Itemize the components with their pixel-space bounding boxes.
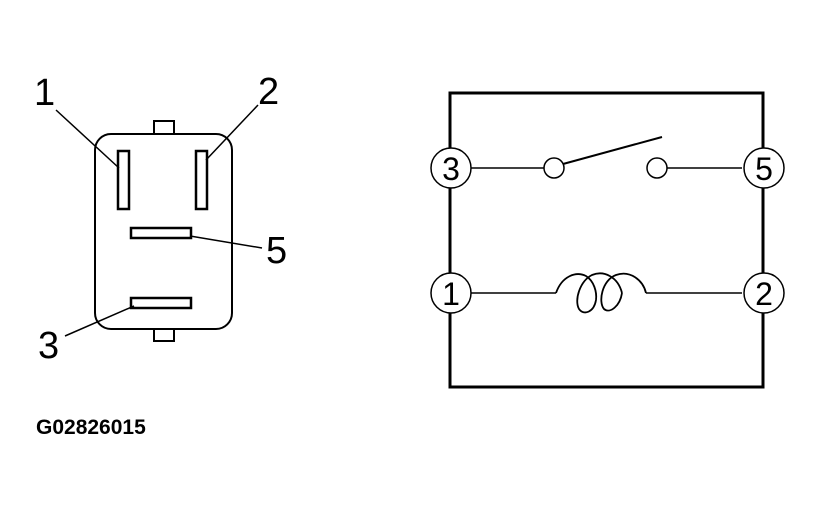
terminal-5: 5	[743, 147, 785, 189]
leader-line-5	[189, 235, 263, 249]
terminal-3-circle	[430, 147, 472, 189]
leader-line-1	[55, 109, 120, 169]
switch-contact-left	[543, 157, 565, 179]
pin-3-blade	[129, 296, 193, 310]
terminal-2-circle	[743, 272, 785, 314]
leader-line-2	[205, 104, 259, 161]
switch-contact-right	[646, 157, 668, 179]
terminal-1-label: 1	[442, 276, 460, 312]
figure-code: G02826015	[36, 416, 146, 439]
terminal-2-label: 2	[755, 276, 773, 312]
terminal-3-label: 3	[442, 151, 460, 187]
relay-schematic: 3 5 1 2	[430, 91, 785, 389]
relay-connector: 1 2 5 3	[34, 71, 287, 367]
pin-2-blade	[194, 149, 209, 211]
top-tab	[153, 120, 175, 136]
terminal-5-circle	[743, 147, 785, 189]
switch-arm	[562, 136, 663, 165]
pin-label-3: 3	[38, 325, 59, 367]
terminal-1: 1	[430, 272, 472, 314]
connector-housing	[94, 133, 233, 330]
pin-5-blade	[129, 226, 193, 240]
pin-label-1: 1	[34, 72, 55, 114]
terminal-1-circle	[430, 272, 472, 314]
terminal-3: 3	[430, 147, 472, 189]
terminal-5-label: 5	[755, 151, 773, 187]
switch-circuit	[471, 136, 742, 179]
pin-label-2: 2	[258, 71, 279, 113]
pin-label-5: 5	[266, 230, 287, 272]
leader-line-3	[64, 305, 135, 337]
pin-1-blade	[116, 149, 131, 211]
coil-circuit	[471, 272, 742, 314]
coil-icon	[555, 272, 647, 314]
schematic-border	[448, 91, 765, 389]
terminal-2: 2	[743, 272, 785, 314]
